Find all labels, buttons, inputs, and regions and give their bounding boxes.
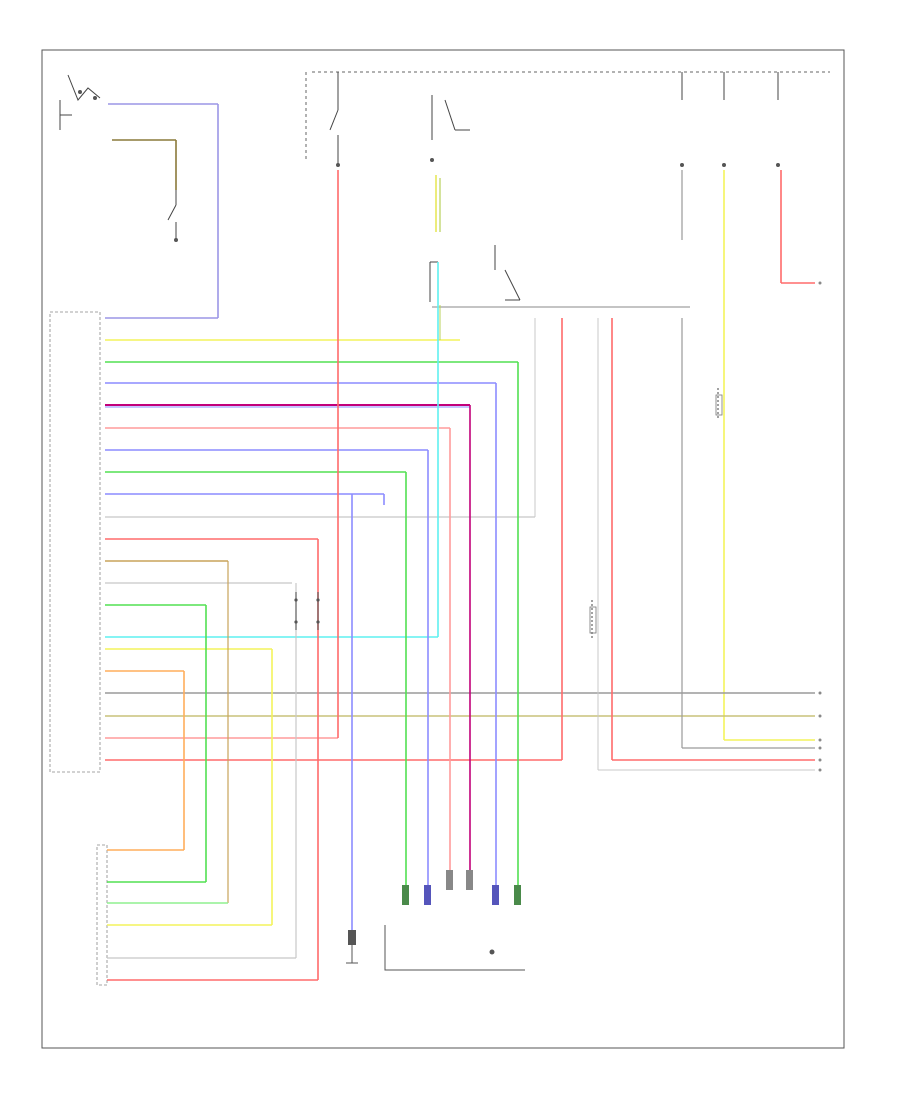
clutch-switch — [167, 190, 178, 242]
main-relay-switch — [329, 72, 340, 167]
transmission-connector — [346, 870, 525, 971]
relay-component-mid — [294, 592, 320, 630]
vertical-wires — [183, 170, 815, 980]
bottom-left-connector — [96, 844, 318, 986]
fuse-group-right — [680, 72, 780, 167]
relay-switch-middle — [429, 245, 521, 302]
right-component-upper — [715, 388, 723, 420]
relay-coil-middle — [430, 95, 470, 162]
right-terminals — [818, 281, 822, 772]
pcm-wires — [105, 317, 815, 761]
diagram-border — [41, 49, 845, 1049]
transmission-range-sensor — [59, 74, 101, 130]
right-component-lower — [589, 600, 597, 640]
pcm-connector-outline — [49, 311, 101, 773]
